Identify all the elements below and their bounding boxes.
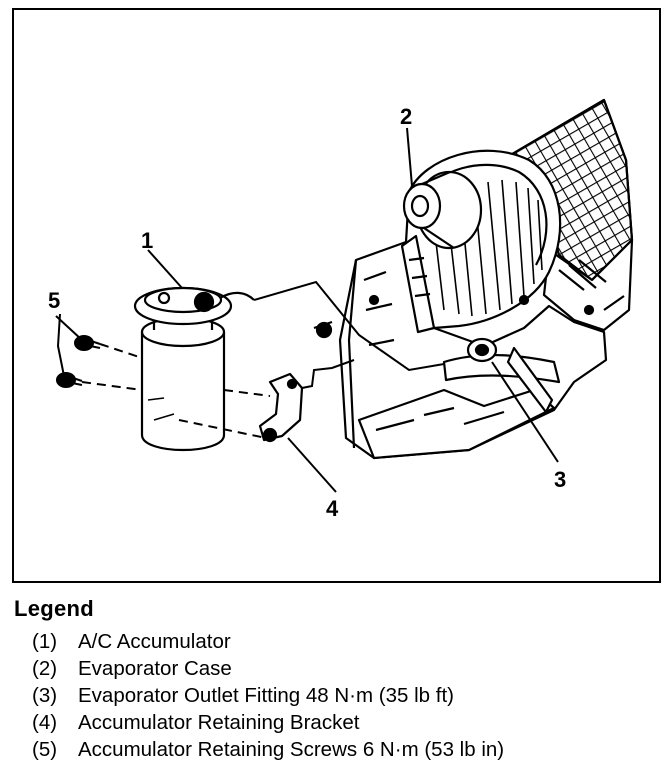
retaining-bracket [258, 372, 304, 443]
legend-title: Legend [14, 596, 95, 621]
legend-item: (5) Accumulator Retaining Screws 6 N·m (5… [32, 736, 664, 763]
legend-item-text: Evaporator Case [78, 657, 232, 680]
legend-item-number: (5) [32, 738, 58, 761]
leader-lines [55, 127, 559, 493]
legend-item-text: Accumulator Retaining Screws 6 N·m (53 l… [78, 738, 505, 761]
retaining-screws [56, 335, 101, 388]
legend-item-number: (3) [32, 684, 58, 707]
callout-2: 2 [400, 104, 412, 129]
callout-3: 3 [554, 467, 566, 492]
legend-item-number: (1) [32, 630, 58, 653]
legend-item-text: Accumulator Retaining Bracket [78, 711, 360, 734]
legend-list: (1) A/C Accumulator (2) Evaporator Case (3… [14, 628, 664, 763]
ac-accumulator [133, 286, 255, 452]
accumulator-diagram: 1 2 3 4 5 [48, 98, 634, 521]
legend-item-text: Evaporator Outlet Fitting 48 N·m (35 lb … [78, 684, 454, 707]
legend-item: (4) Accumulator Retaining Bracket [32, 709, 664, 736]
legend-item: (2) Evaporator Case [32, 655, 664, 682]
legend-item-number: (2) [32, 657, 58, 680]
callout-1: 1 [141, 228, 153, 253]
legend-item: (3) Evaporator Outlet Fitting 48 N·m (35 … [32, 682, 664, 709]
legend-item: (1) A/C Accumulator [32, 628, 664, 655]
legend-item-number: (4) [32, 711, 58, 734]
diagram-frame: 1 2 3 4 5 [12, 8, 661, 583]
legend-item-text: A/C Accumulator [78, 630, 231, 653]
legend: Legend (1) A/C Accumulator (2) Evaporator … [14, 596, 664, 763]
evaporator-case [313, 98, 634, 460]
callout-5: 5 [48, 288, 60, 313]
callout-4: 4 [326, 496, 339, 521]
